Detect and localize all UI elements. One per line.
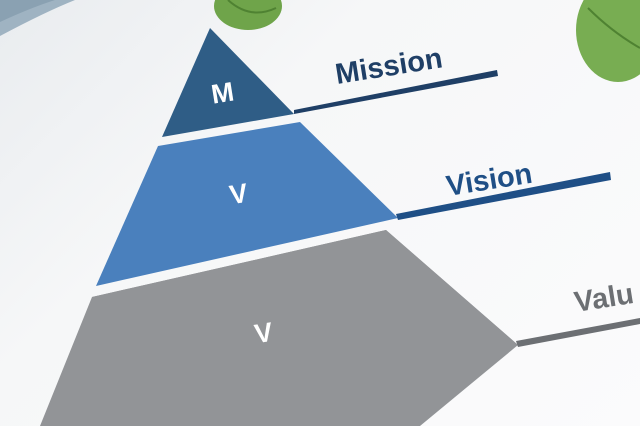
leaf-right <box>576 0 640 82</box>
leaf-top <box>214 0 282 30</box>
values-leader-line <box>516 318 640 347</box>
pyramid-tier-middle <box>96 122 398 286</box>
fabric-corner-shadow <box>0 0 55 22</box>
tier-letter-values: V <box>252 317 274 349</box>
leaf-top-vein <box>227 0 277 14</box>
pyramid-tier-top <box>162 28 294 137</box>
vision-leader-line <box>396 172 611 220</box>
tier-letter-vision: V <box>227 178 249 210</box>
tier-letter-mission: M <box>209 77 236 110</box>
mission-leader-line <box>294 70 498 114</box>
values-label: Valu <box>572 278 636 319</box>
leaf-right-vein <box>587 7 640 49</box>
pyramid-tier-bottom-fill <box>40 230 518 426</box>
